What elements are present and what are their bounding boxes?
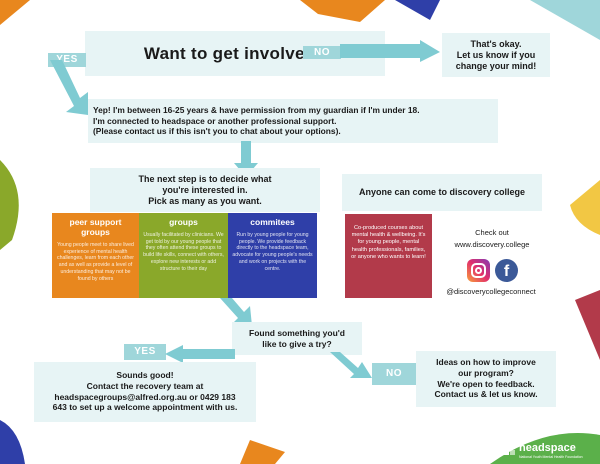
arrow-to-found: [220, 298, 252, 326]
logo-mark-icon: [504, 444, 515, 455]
headspace-logo: headspace National Youth Mental Health F…: [504, 440, 600, 464]
discovery-handle[interactable]: @discoverycollegeconnect: [446, 287, 536, 296]
column-body: Run by young people for young people. We…: [232, 232, 313, 272]
found-box: Found something you'd like to give a try…: [232, 322, 362, 355]
next-step-box: The next step is to decide what you're i…: [90, 168, 320, 212]
arrow-to-yes: [165, 345, 235, 363]
next-step-text: The next step is to decide what you're i…: [138, 174, 272, 206]
discovery-check-out: Check out: [475, 228, 509, 237]
column-body: Usually facilitated by clinicians. We ge…: [143, 232, 224, 272]
yes-tag-bottom: YES: [124, 344, 166, 360]
arrow-to-no-bottom: [330, 352, 372, 378]
found-question: Found something you'd like to give a try…: [249, 328, 345, 349]
eligibility-box: Yep! I'm between 16-25 years & have perm…: [88, 99, 498, 143]
instagram-icon[interactable]: [467, 259, 490, 282]
no-feedback-box: Ideas on how to improve our program? We'…: [416, 351, 556, 407]
no-tag-bottom: NO: [372, 363, 416, 385]
column-groups: groups Usually facilitated by clinicians…: [139, 213, 228, 298]
column-committees: commitees Run by young people for young …: [228, 213, 317, 298]
discovery-info-box: Co-produced courses about mental health …: [345, 214, 432, 298]
no-feedback-text: Ideas on how to improve our program? We'…: [434, 357, 538, 400]
column-body: Young people meet to share lived experie…: [57, 242, 134, 282]
yes-answer-box: Sounds good! Contact the recovery team a…: [34, 362, 256, 422]
facebook-icon[interactable]: f: [495, 259, 518, 282]
eligibility-line-3: (Please contact us if this isn't you to …: [93, 126, 341, 136]
discovery-info-text: Co-produced courses about mental health …: [351, 225, 426, 260]
question-title: Want to get involved?: [143, 44, 327, 63]
logo-tagline: National Youth Mental Health Foundation: [519, 455, 583, 459]
discovery-url[interactable]: www.discovery.college: [454, 240, 530, 249]
eligibility-line-2: I'm connected to headspace or another pr…: [93, 115, 337, 126]
discovery-title: Anyone can come to discovery college: [358, 187, 526, 197]
column-peer-support: peer support groups Young people meet to…: [52, 213, 139, 298]
column-title: peer support groups: [69, 217, 122, 237]
column-title: groups: [169, 217, 198, 227]
column-title: commitees: [250, 217, 295, 227]
yes-answer-text: Sounds good! Contact the recovery team a…: [52, 370, 238, 413]
no-tag-top: NO: [303, 46, 341, 59]
eligibility-line-1: Yep! I'm between 16-25 years & have perm…: [93, 105, 420, 115]
no-answer-text: That's okay. Let us know if you change y…: [455, 39, 537, 71]
no-answer-box: That's okay. Let us know if you change y…: [442, 33, 550, 77]
discovery-title-box: Anyone can come to discovery college: [342, 174, 542, 211]
arrow-yes-down: [50, 60, 88, 115]
logo-name: headspace: [519, 442, 576, 454]
arrow-to-no: [340, 40, 440, 62]
